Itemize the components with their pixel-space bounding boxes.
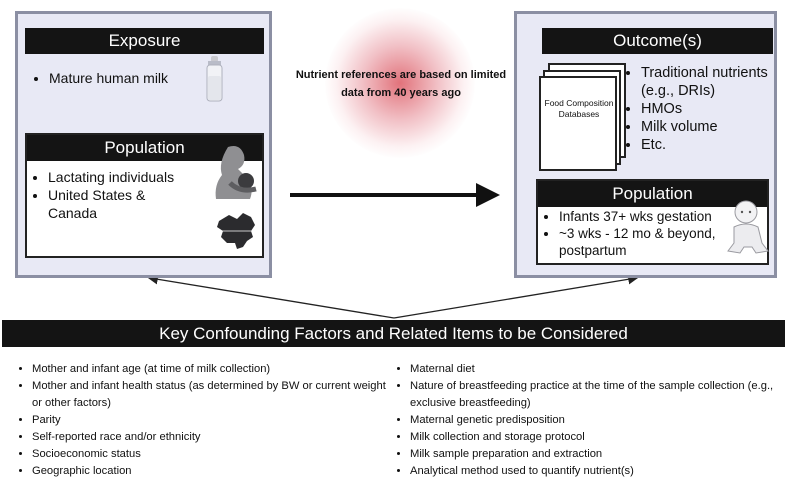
- population-item: Infants 37+ wks gestation: [559, 208, 774, 225]
- factors-to-outcome-arrow: [393, 274, 639, 319]
- baby-bottle-icon: [206, 56, 223, 102]
- nutrient-reference-note: Nutrient references are based on limited…: [295, 69, 507, 99]
- exposure-panel: Exposure Mature human milk Population La…: [15, 11, 272, 278]
- outcome-item: HMOs: [641, 100, 789, 118]
- factor-item: Milk collection and storage protocol: [410, 429, 789, 446]
- exposure-population-box: Population Lactating individuals United …: [25, 133, 264, 258]
- outcome-item: Etc.: [641, 136, 789, 154]
- factor-item: Maternal genetic predisposition: [410, 412, 789, 429]
- factor-item: Maternal diet: [410, 361, 789, 378]
- factors-to-exposure-arrow: [147, 274, 395, 319]
- factors-right-list: Maternal diet Nature of breastfeeding pr…: [392, 361, 789, 480]
- infant-icon: [727, 200, 769, 254]
- key-factors-header: Key Confounding Factors and Related Item…: [2, 320, 785, 347]
- factor-item: Mother and infant age (at time of milk c…: [32, 361, 387, 378]
- population-item: United States & Canada: [48, 186, 198, 222]
- population-item: Lactating individuals: [48, 168, 198, 186]
- population-item: ~3 wks - 12 mo & beyond, postpartum: [559, 225, 774, 259]
- exposure-population-header: Population: [27, 135, 262, 161]
- factors-left-list: Mother and infant age (at time of milk c…: [14, 361, 387, 480]
- exposure-list: Mature human milk: [31, 69, 229, 87]
- factor-item: Mother and infant health status (as dete…: [32, 378, 387, 412]
- outcome-list: Traditional nutrients (e.g., DRIs) HMOs …: [623, 64, 789, 154]
- factor-item: Milk sample preparation and extraction: [410, 446, 789, 463]
- exposure-header: Exposure: [25, 28, 264, 54]
- outcome-population-box: Population Infants 37+ wks gestation ~3 …: [536, 179, 769, 265]
- exposure-population-list: Lactating individuals United States & Ca…: [30, 168, 198, 222]
- red-glow-highlight: [325, 8, 475, 158]
- exposure-item: Mature human milk: [49, 69, 229, 87]
- factor-item: Self-reported race and/or ethnicity: [32, 429, 387, 446]
- outcome-header: Outcome(s): [542, 28, 773, 54]
- factor-item: Geographic location: [32, 463, 387, 480]
- mother-nursing-icon: [215, 146, 257, 199]
- north-america-map-icon: [217, 213, 255, 249]
- outcome-item: Milk volume: [641, 118, 789, 136]
- outcome-panel: Outcome(s) Food Composition Databases Tr…: [514, 11, 777, 278]
- outcome-population-list: Infants 37+ wks gestation ~3 wks - 12 mo…: [541, 208, 774, 259]
- outcome-population-header: Population: [538, 181, 767, 207]
- factor-item: Socioeconomic status: [32, 446, 387, 463]
- food-composition-databases-document: Food Composition Databases: [539, 76, 617, 171]
- factor-item: Parity: [32, 412, 387, 429]
- factor-item: Analytical method used to quantify nutri…: [410, 463, 789, 480]
- outcome-item: Traditional nutrients (e.g., DRIs): [641, 64, 789, 100]
- document-label: Food Composition Databases: [544, 98, 614, 119]
- factor-item: Nature of breastfeeding practice at the …: [410, 378, 789, 412]
